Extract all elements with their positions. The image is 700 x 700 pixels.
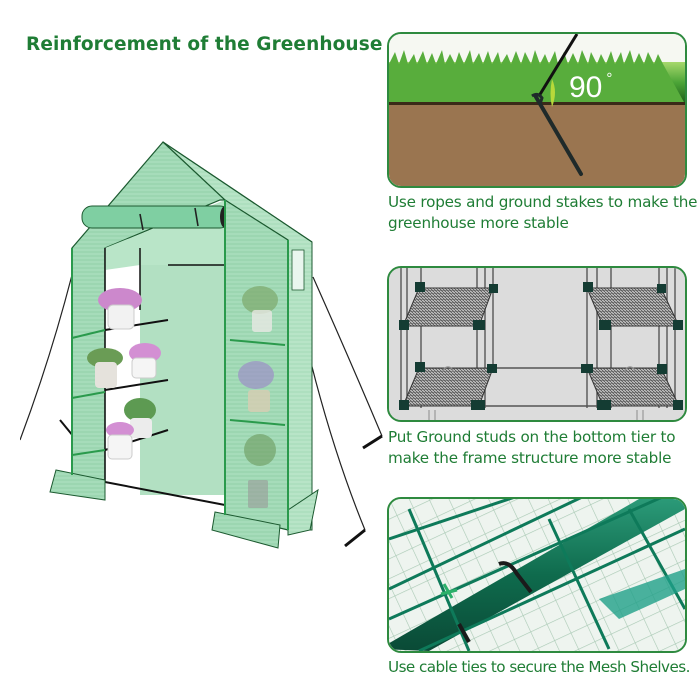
greenhouse-image [19,130,390,570]
rope-left [19,274,73,441]
angle-label: 90° [569,70,613,104]
caption-ground-studs: Put Ground studs on the bottom tier to m… [388,428,676,467]
rope-stake-panel [387,32,687,188]
page-title: Reinforcement of the Greenhouse [26,34,383,55]
caption-rope-stake: Use ropes and ground stakes to make the … [388,193,698,232]
caption-cable-ties: Use cable ties to secure the Mesh Shelve… [388,658,690,676]
cable-ties-panel [387,497,687,653]
ground-studs-panel [387,266,687,422]
